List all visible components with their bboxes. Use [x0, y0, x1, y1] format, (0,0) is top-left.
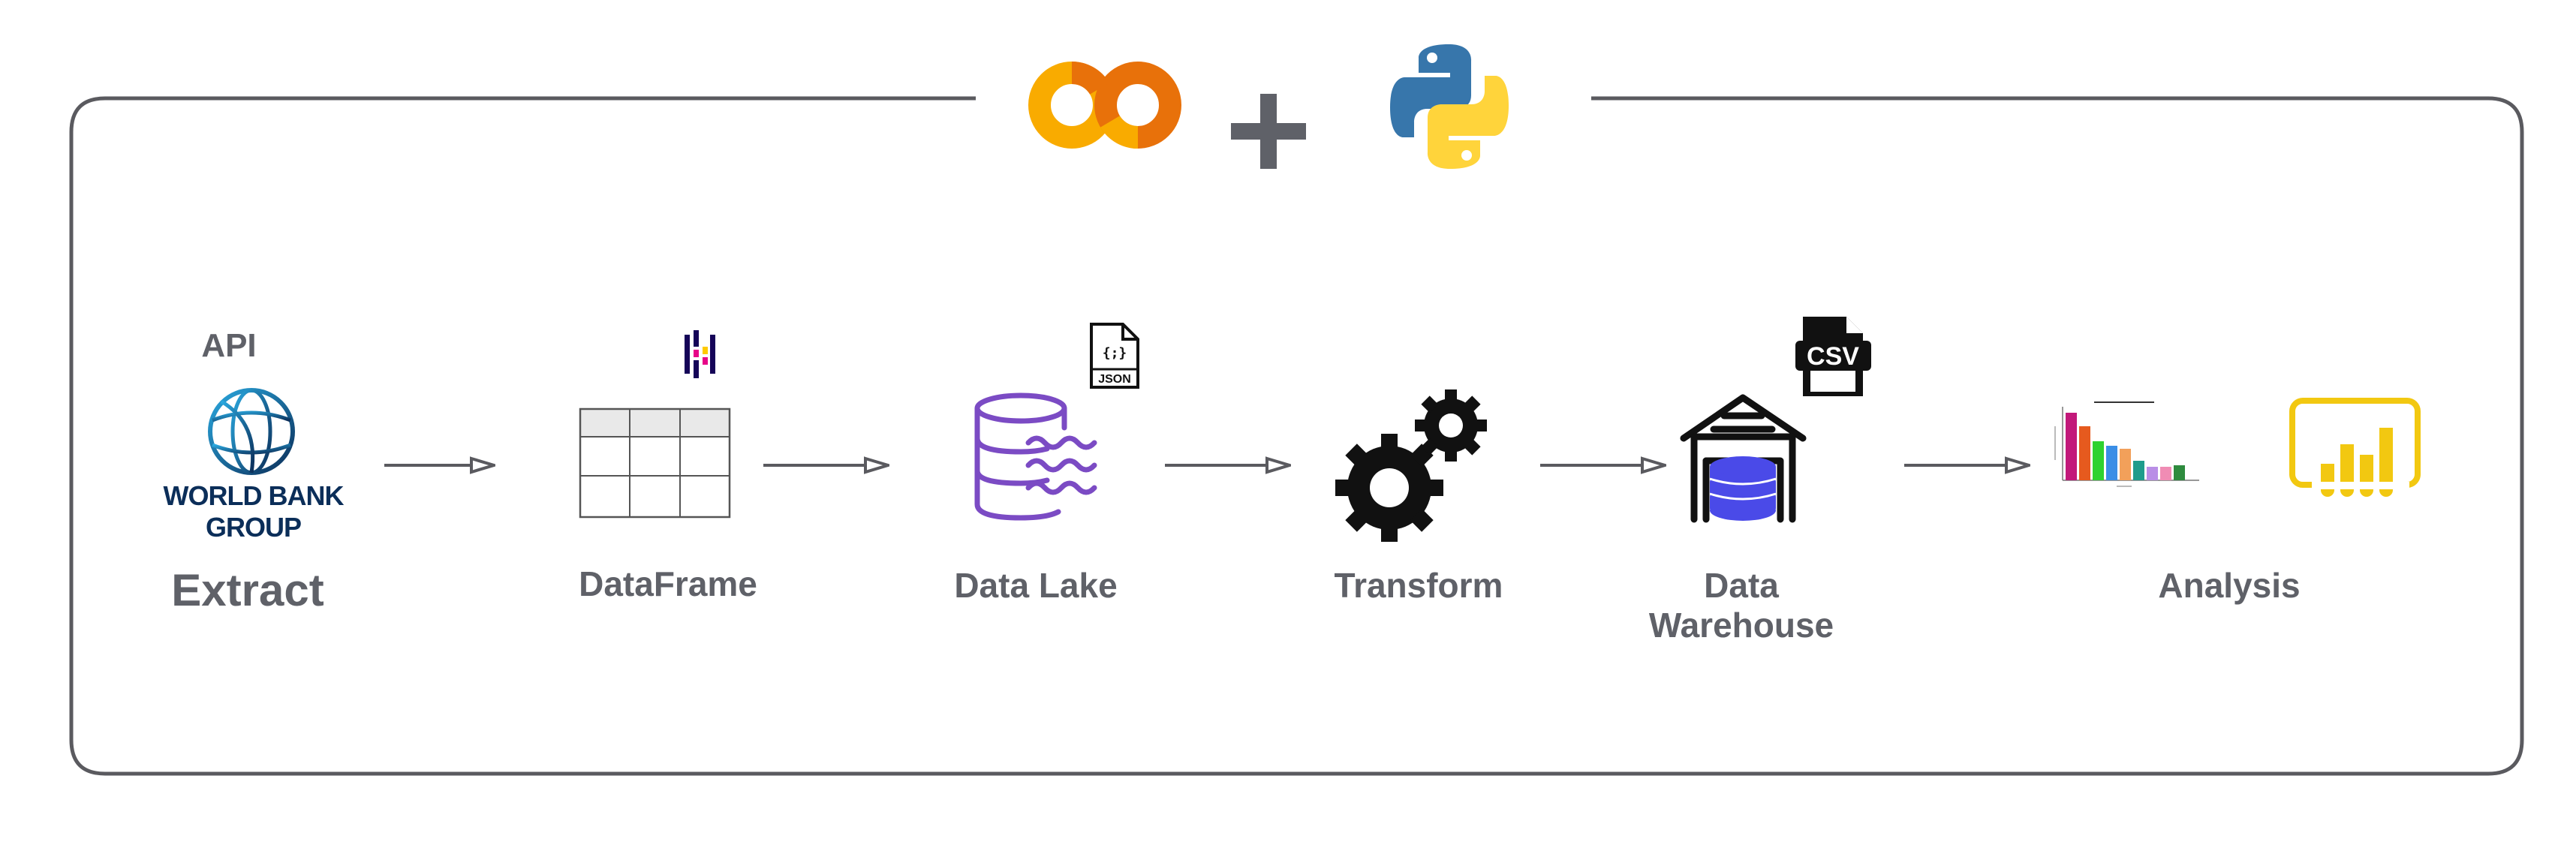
stage-label-analysis: Analysis: [2158, 566, 2301, 605]
gears-icon: [1335, 389, 1487, 542]
stage-label-dataframe: DataFrame: [579, 564, 757, 603]
json-badge-text: JSON: [1098, 373, 1131, 386]
flow-arrow: [1165, 456, 1291, 474]
stage-label-warehouse: Data Warehouse: [1621, 566, 1861, 645]
csv-file-icon: CSV: [1795, 317, 1871, 396]
warehouse-icon: [1680, 394, 1807, 523]
bar-chart-thumbnail: [2049, 396, 2203, 490]
pandas-icon: [685, 330, 715, 378]
colab-logo: [1028, 61, 1181, 149]
data-lake-icon: [974, 392, 1097, 521]
warehouse-label-line2: Warehouse: [1648, 605, 1834, 645]
world-bank-logo-text: WORLD BANK GROUP: [163, 480, 345, 543]
stage-label-transform: Transform: [1334, 566, 1503, 605]
power-bi-icon: [2289, 398, 2421, 497]
stage-label-datalake: Data Lake: [954, 566, 1118, 605]
plus-sign: [1231, 90, 1314, 173]
flow-arrow: [1904, 456, 2030, 474]
table-icon: [579, 407, 731, 519]
json-glyph: {;}: [1103, 345, 1127, 361]
csv-badge-text: CSV: [1807, 342, 1859, 371]
world-bank-globe-icon: [208, 388, 295, 475]
stage-label-extract: Extract: [171, 565, 324, 615]
flow-arrow: [1540, 456, 1666, 474]
python-logo: [1390, 44, 1509, 169]
flow-arrow: [763, 456, 889, 474]
api-caption: API: [201, 327, 257, 364]
flow-arrow: [384, 456, 495, 474]
warehouse-label-line1: Data: [1704, 566, 1779, 605]
json-file-icon: {;} JSON: [1090, 323, 1139, 389]
